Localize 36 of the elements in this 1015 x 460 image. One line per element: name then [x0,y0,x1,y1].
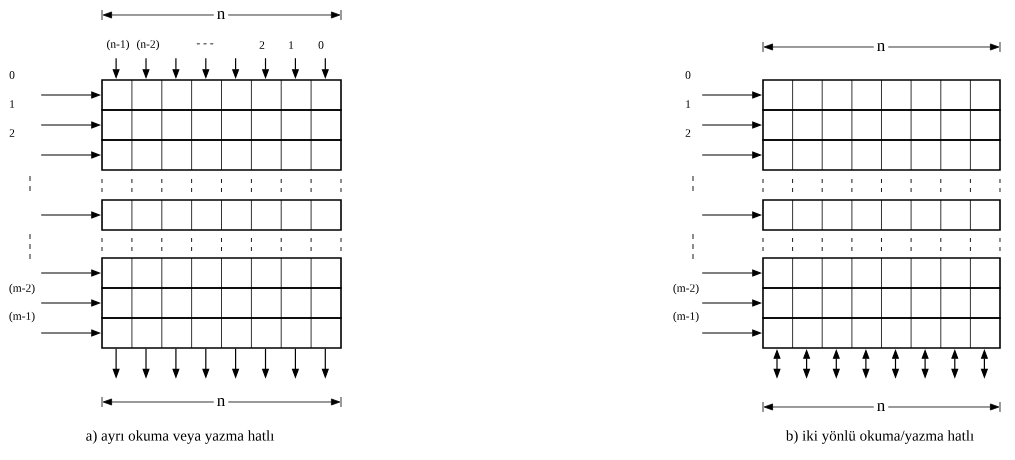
memory-row [762,199,1001,231]
column-label: - - - [196,43,214,45]
row-label: 0 [9,71,15,79]
memory-row [101,257,342,289]
row-label: 0 [685,71,691,79]
memory-row [101,139,342,171]
dimension-label: n [873,400,889,414]
column-label: (n-1) [107,39,129,51]
memory-row [762,139,1001,171]
caption: a) ayrı okuma veya yazma hatlı [86,430,275,444]
column-label: 1 [289,41,294,49]
memory-row [762,109,1001,141]
memory-row [101,287,342,319]
row-label: (m-1) [9,311,35,323]
memory-row [762,287,1001,319]
column-label: 0 [318,41,324,49]
memory-row [762,317,1001,349]
memory-row [762,79,1001,111]
row-label: 2 [9,129,15,137]
caption: b) iki yönlü okuma/yazma hatlı [785,430,974,444]
memory-row [101,199,342,231]
row-label: 1 [686,100,691,108]
memory-row [101,317,342,349]
column-label: 2 [259,41,265,49]
memory-row [101,79,342,111]
dimension-label: n [213,395,229,409]
dimension-label: n [213,8,229,22]
column-label: (n-2) [137,39,159,51]
dimension-label: n [873,40,889,54]
memory-row [101,109,342,141]
row-label: (m-2) [9,283,35,295]
row-label: 2 [685,129,691,137]
row-label: (m-1) [673,311,699,323]
memory-row [762,257,1001,289]
row-label: 1 [10,100,15,108]
row-label: (m-2) [673,283,699,295]
